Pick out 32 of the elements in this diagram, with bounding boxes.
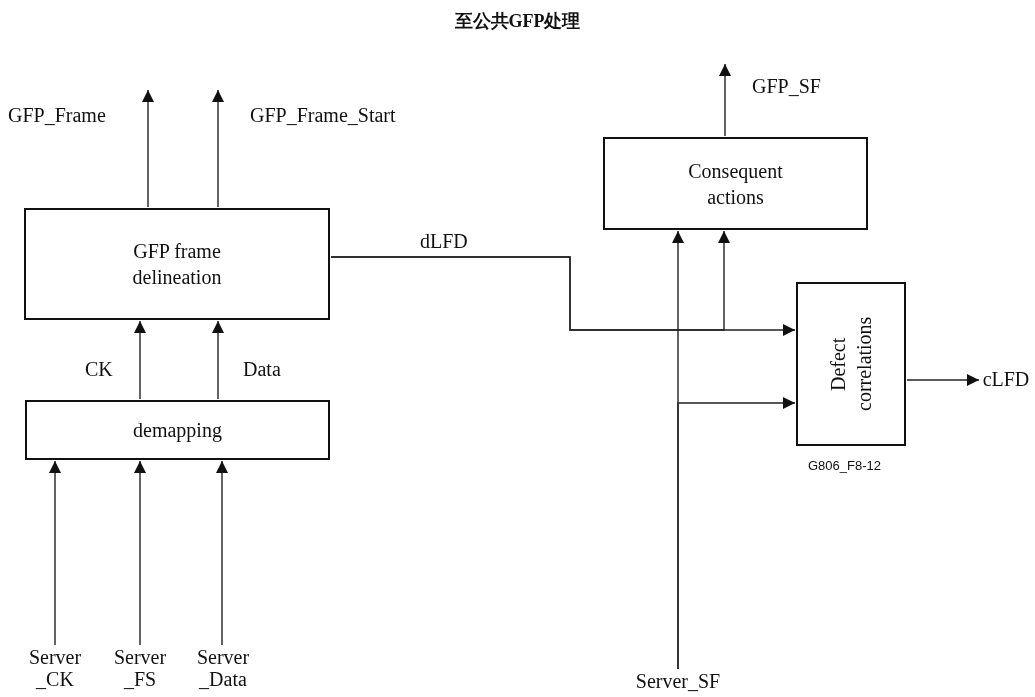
arrow [719, 63, 731, 137]
process-box [24, 208, 330, 320]
edge-label: GFP_Frame_Start [250, 104, 396, 126]
box-label: GFP frame delineation [131, 239, 223, 290]
arrow [212, 89, 224, 208]
input-label: Server _CK [20, 646, 90, 690]
input-label: Server _Data [185, 646, 261, 690]
arrow [677, 397, 796, 670]
figure-id: G806_F8-12 [808, 457, 881, 475]
process-box [796, 282, 906, 446]
arrow [906, 374, 980, 386]
box-label: demapping [133, 418, 222, 443]
edge-label: GFP_Frame [8, 104, 106, 126]
arrow [212, 320, 224, 400]
arrow [216, 460, 228, 646]
arrow [330, 230, 730, 331]
arrow [49, 460, 61, 646]
box-label: Defect correlations [826, 315, 876, 414]
output-label: cLFD [980, 368, 1032, 392]
box-label: Consequent actions [687, 158, 784, 210]
input-label: Server _FS [105, 646, 175, 690]
arrow [142, 89, 154, 208]
process-box [603, 137, 868, 230]
edge-label: dLFD [420, 230, 468, 252]
edge-label: Data [243, 358, 281, 380]
edge-label: GFP_SF [752, 75, 821, 97]
arrow [134, 460, 146, 646]
title: 至公共GFP处理 [454, 11, 581, 31]
process-box [25, 400, 330, 460]
input-label: Server_SF [630, 670, 726, 694]
arrow [134, 320, 146, 400]
edge-label: CK [85, 358, 113, 380]
